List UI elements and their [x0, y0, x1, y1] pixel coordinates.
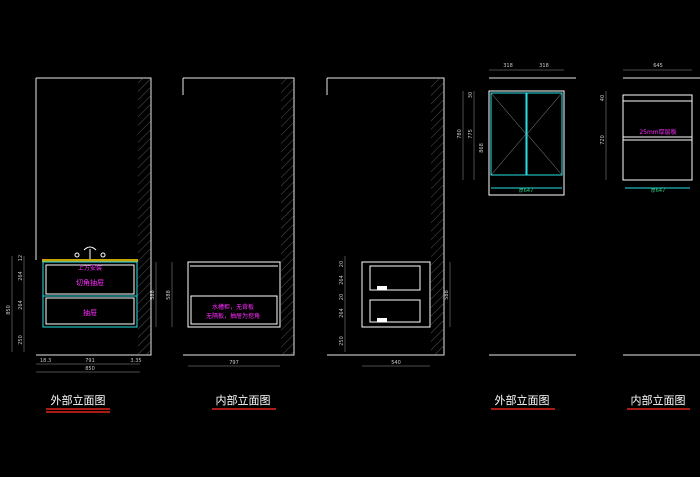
- dim-868: 868: [479, 143, 485, 153]
- dim-791: 791: [85, 358, 95, 364]
- drawer-handle: [377, 286, 387, 290]
- wall-hatch: [138, 78, 151, 355]
- faucet-label: 上方安装: [78, 264, 102, 272]
- dim-264c: 264: [339, 275, 345, 285]
- dim-797: 797: [229, 360, 239, 366]
- elevation-side-section: 20 264 20 264 250 588 540: [326, 77, 451, 367]
- caption-external-2: 外部立面图: [495, 393, 550, 407]
- ceiling-floor-lines: [489, 77, 576, 356]
- countertop: [42, 259, 138, 262]
- dim-250: 250: [18, 335, 24, 345]
- cabinet-side: [361, 261, 431, 328]
- elevation-internal-1: 水槽柜，无背板 无隔板，抽屉为挖角 588 797 内部立面图: [166, 77, 295, 410]
- dim-588b: 588: [166, 290, 172, 300]
- sink-note-2: 无隔板，抽屉为挖角: [206, 312, 260, 320]
- door-right: [526, 92, 563, 176]
- faucet-symbol: [74, 246, 106, 259]
- dim-850-vertical: 850: [6, 305, 12, 315]
- dim-850: 850: [85, 366, 95, 372]
- cabinet-front: [42, 261, 138, 328]
- caption-internal-2: 内部立面图: [631, 393, 686, 407]
- dim-588c: 588: [444, 290, 450, 300]
- dim-780: 780: [457, 129, 463, 139]
- dim-18-3: 18.3: [40, 358, 51, 364]
- inner-drawer: [190, 295, 278, 325]
- drawer-handle: [377, 318, 387, 322]
- dim-250b: 250: [339, 336, 345, 346]
- elevation-external-2: 厚647 318 318 780 30 775 868 外部立面图: [457, 63, 576, 410]
- drawer-box-top: [369, 265, 421, 291]
- dim-264b: 264: [18, 300, 24, 310]
- dim-264d: 264: [339, 308, 345, 318]
- door-swing-right: [526, 92, 563, 176]
- sink-note-1: 水槽柜，无背板: [212, 303, 254, 311]
- dim-645: 645: [653, 63, 663, 69]
- wall-hatch: [281, 78, 294, 355]
- dim-264a: 264: [18, 271, 24, 281]
- dim-720: 720: [600, 135, 606, 145]
- caption-internal-1: 内部立面图: [216, 393, 271, 407]
- door-left: [490, 92, 527, 176]
- dim-3-35: 3.35: [130, 358, 141, 364]
- drawer-bottom: [45, 297, 135, 325]
- drawer-top: [45, 264, 135, 295]
- shelf-label: 25mm厚层板: [639, 128, 676, 136]
- caption-external-1: 外部立面图: [51, 393, 106, 407]
- ceiling-floor-lines: [623, 77, 700, 356]
- thickness-note-1: 厚647: [519, 188, 534, 194]
- upper-cabinet: [488, 90, 565, 196]
- elevation-external-1: 上方安装 切角抽屉 抽屉 850 12 264 264 250 588 18.3…: [6, 77, 157, 413]
- dim-20a: 20: [339, 261, 345, 267]
- cut-drawer-label: 切角抽屉: [76, 278, 104, 287]
- cabinet-carcass: [187, 261, 281, 328]
- dim-540: 540: [391, 360, 401, 366]
- drawer-box-bottom: [369, 299, 421, 323]
- dim-775: 775: [468, 129, 474, 139]
- elevation-internal-2: 25mm厚层板 厚647 645 40 720 内部立面图: [600, 63, 700, 410]
- thickness-note-2: 厚647: [651, 188, 666, 194]
- dim-318b: 318: [539, 63, 549, 69]
- dim-40: 40: [600, 95, 606, 101]
- dim-30: 30: [468, 92, 474, 98]
- drawer-label: 抽屉: [83, 308, 97, 317]
- dim-318a: 318: [503, 63, 513, 69]
- wall-hatch: [431, 78, 444, 355]
- dim-20b: 20: [339, 294, 345, 300]
- dim-12: 12: [18, 255, 24, 261]
- dim-588a: 588: [150, 290, 156, 300]
- door-swing-left: [490, 92, 527, 176]
